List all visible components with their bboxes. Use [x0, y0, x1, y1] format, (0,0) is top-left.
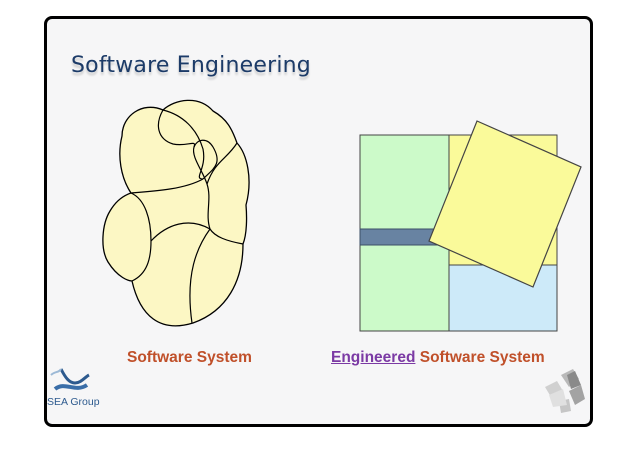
blue-block — [448, 264, 558, 332]
diagram-canvas — [50, 99, 585, 413]
blob-internal-curves — [130, 109, 244, 324]
engineered-software-system-caption: Engineered Software System — [331, 349, 545, 367]
slide: Software Engineering — [44, 16, 593, 427]
sea-group-logo-icon — [50, 368, 90, 391]
software-system-word: Software System — [415, 349, 545, 366]
green-block-bottom — [359, 244, 450, 332]
blob-outline — [102, 99, 250, 327]
sea-group-label: SEA Group — [47, 396, 100, 408]
puzzle-pieces-logo-icon — [545, 369, 585, 413]
engineered-system-blocks — [359, 120, 582, 332]
software-system-blobs — [102, 99, 250, 327]
software-system-caption: Software System — [127, 349, 252, 366]
tilted-yellow-module — [428, 120, 582, 288]
slide-title: Software Engineering — [71, 53, 311, 78]
green-block-top — [359, 134, 450, 230]
engineered-word: Engineered — [331, 349, 416, 366]
